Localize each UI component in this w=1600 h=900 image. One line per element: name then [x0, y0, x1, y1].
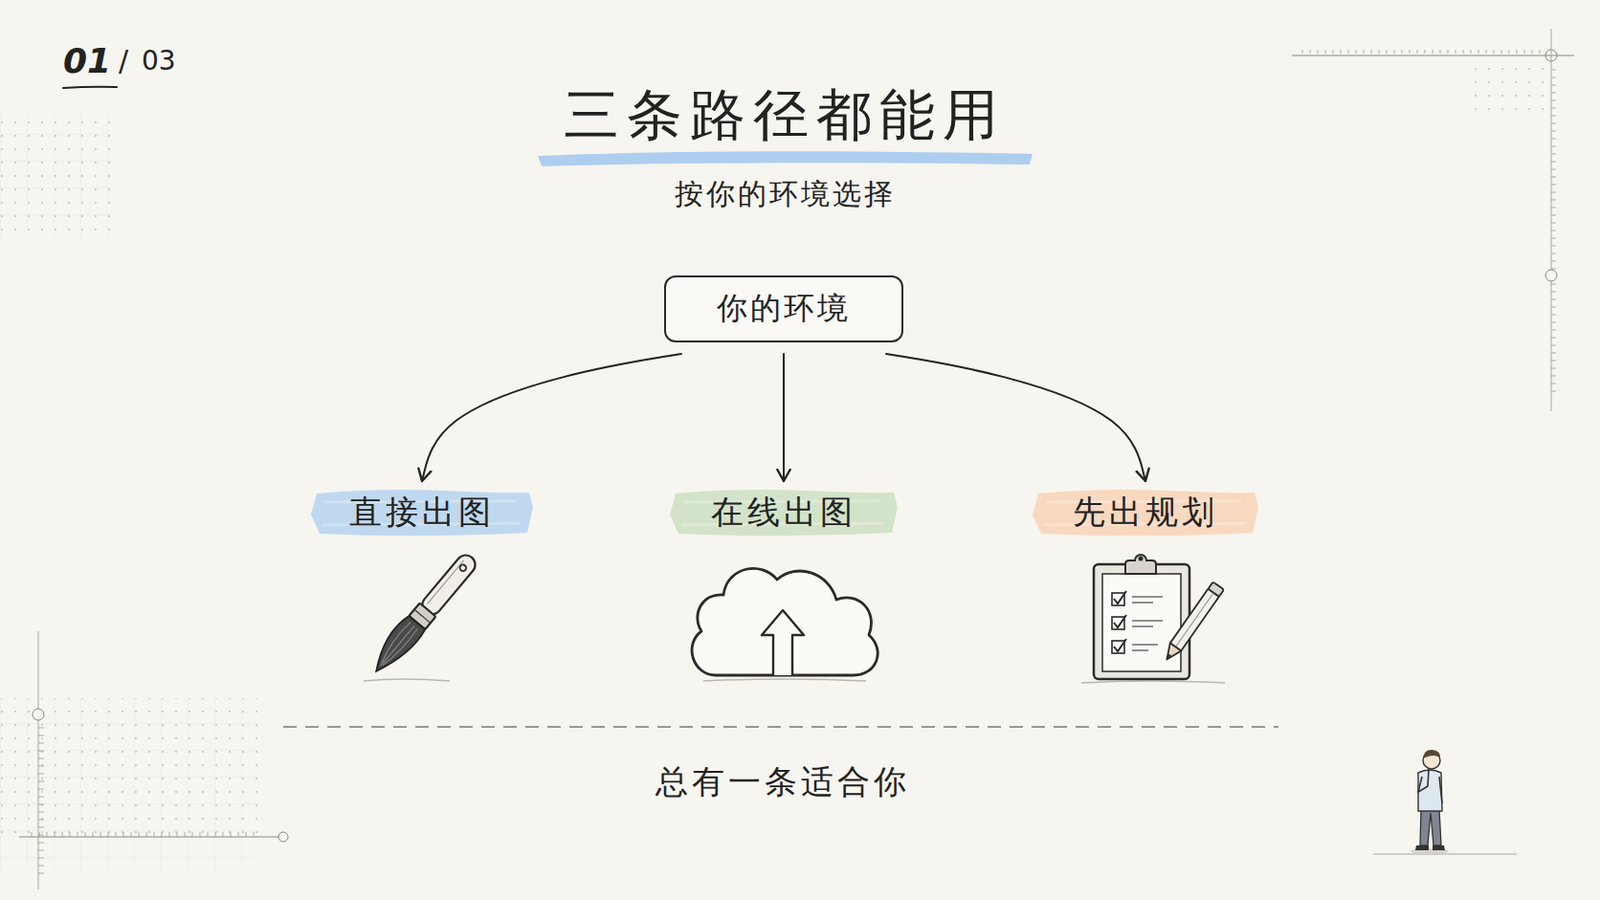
clipboard-icon [1164, 653, 1173, 662]
corner-grid [1464, 59, 1545, 113]
brush-icon [363, 679, 450, 682]
clipboard-icon [1132, 620, 1163, 622]
thinking-person [1420, 809, 1442, 846]
clipboard-icon [1132, 644, 1158, 645]
thinking-person [1415, 845, 1445, 851]
corner-grid [0, 59, 1545, 871]
brush-icon [414, 609, 431, 623]
thinking-person [1373, 750, 1517, 855]
ruler-mark [1301, 49, 1541, 56]
thinking-person [1439, 777, 1443, 804]
page-separator: / [118, 46, 129, 76]
brush-icon [375, 622, 418, 670]
clipboard-icon [1093, 564, 1190, 680]
thinking-person [1418, 770, 1443, 812]
cloud-upload-icon [691, 568, 878, 682]
clipboard-icon [1161, 581, 1224, 664]
node-text: 先出规划 [1072, 494, 1219, 531]
brush-icon [458, 563, 467, 573]
clipboard-icon [1113, 591, 1127, 604]
brush-band [1032, 489, 1259, 536]
clipboard-icon [1170, 589, 1220, 652]
brush-band [669, 489, 898, 536]
page-number: 01 [63, 44, 112, 79]
path-band: 先出规划 [1032, 487, 1259, 538]
path-band: 在线出图 [669, 487, 898, 538]
brush-band [311, 489, 534, 536]
title-underline [537, 151, 1033, 167]
page-total: 03 [141, 47, 177, 75]
clipboard-icon [1132, 596, 1163, 598]
flow-arrow [782, 354, 785, 482]
thinking-person [1373, 854, 1517, 856]
corner-grid [0, 114, 115, 240]
clipboard-icon [1102, 574, 1181, 672]
flow-arrow [886, 354, 1146, 482]
node-text: 直接出图 [349, 494, 495, 531]
slide-subtitle: 按你的环境选择 [674, 179, 896, 209]
clipboard-icon [1113, 615, 1127, 628]
ruler-mark [38, 727, 45, 881]
thinking-person [1422, 750, 1441, 759]
ruler-mark [32, 709, 45, 721]
clipboard-icon [1176, 593, 1215, 648]
ruler-mark [28, 831, 259, 838]
clipboard-icon [1081, 555, 1225, 684]
ruler-mark [19, 28, 1575, 890]
slide-caption: 总有一条适合你 [655, 765, 911, 799]
divider-line [283, 726, 1279, 729]
brush-icon [366, 614, 426, 679]
node-text: 在线出图 [711, 494, 857, 531]
clipboard-icon [1132, 601, 1154, 603]
clipboard-icon [1113, 639, 1127, 652]
ruler-mark [1551, 66, 1557, 393]
ruler-mark [278, 832, 289, 843]
clipboard-icon [1132, 649, 1149, 651]
clipboard-icon [1161, 643, 1182, 664]
cloud-upload-icon [761, 610, 804, 676]
source-box: 你的环境 [664, 275, 904, 343]
brush-icon [366, 549, 482, 680]
slide-title: 三条路径都能用 [563, 87, 1006, 143]
clipboard-icon [1081, 681, 1225, 684]
corner-grid [0, 114, 115, 240]
clipboard-icon [1138, 556, 1144, 562]
thinking-person [1418, 769, 1429, 793]
cloud-upload-icon [703, 679, 867, 682]
clipboard-icon [1125, 555, 1156, 575]
brush-icon [427, 560, 465, 605]
brush-icon [363, 549, 482, 682]
node-text: 你的环境 [716, 291, 851, 326]
path-band: 直接出图 [311, 487, 534, 538]
flow-arrow [422, 354, 682, 482]
clipboard-icon [1132, 625, 1154, 627]
page-underline [63, 87, 117, 89]
cloud-upload-icon [691, 568, 878, 676]
ruler-mark [1545, 269, 1557, 282]
